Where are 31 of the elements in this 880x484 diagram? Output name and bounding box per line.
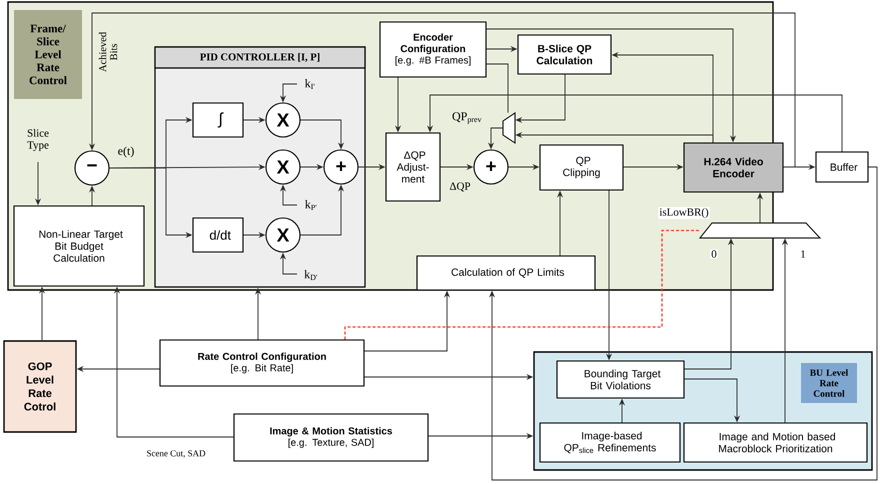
process-box: Image & Motion Statistics [e.g. Texture, SAD] [233, 413, 429, 462]
process-box: Rate Control Configuration [e.g. Bit Rate] [159, 339, 365, 387]
edge-label: Scene Cut, SAD [146, 449, 207, 459]
process-box: QP Clipping [539, 144, 624, 191]
panel-heading: BU Level Rate Control [801, 363, 857, 403]
process-box: H.264 Video Encoder [683, 142, 784, 193]
node-caption: QP$_{prev}$ [451, 111, 483, 125]
connector-line [486, 64, 508, 114]
panel-heading: Frame/ Slice Level Rate Control [14, 10, 82, 99]
edge-label: Achieved Bits [98, 28, 118, 76]
process-box: Encoder Configuration [e.g. #B Frames] [379, 21, 487, 78]
process-box: GOP Level Rate Cotrol [3, 340, 77, 433]
process-box: Non-Linear Target Bit Budget Calculation [13, 205, 145, 287]
edge-label: e(t) [116, 146, 136, 158]
edge-label: Slice Type [17, 128, 59, 152]
process-box: Buffer [815, 151, 869, 183]
process-box: Bounding Target Bit Violations [556, 360, 685, 399]
process-box: Image and Motion based Macroblock Prioritization [683, 422, 868, 463]
dashed-line [344, 230, 700, 340]
process-box: B-Slice QP Calculation [517, 34, 612, 75]
edge-label: isLowBR() [658, 207, 710, 219]
edge-label: 1 [799, 249, 807, 259]
edge-label: k$_{I'}$ [304, 78, 316, 90]
process-box: Image-based QP$_{slice}$ Refinements [539, 422, 681, 463]
box-header: PID CONTROLLER [I, P] [154, 46, 366, 69]
edge-label: k$_{D'}$ [303, 268, 319, 282]
process-box: ΔQP Adjust- ment [385, 132, 441, 202]
process-box: ∫ [192, 102, 244, 138]
process-box: Calculation of QP Limits [416, 255, 596, 291]
arrow [488, 166, 878, 480]
process-box: d/dt [192, 217, 244, 253]
